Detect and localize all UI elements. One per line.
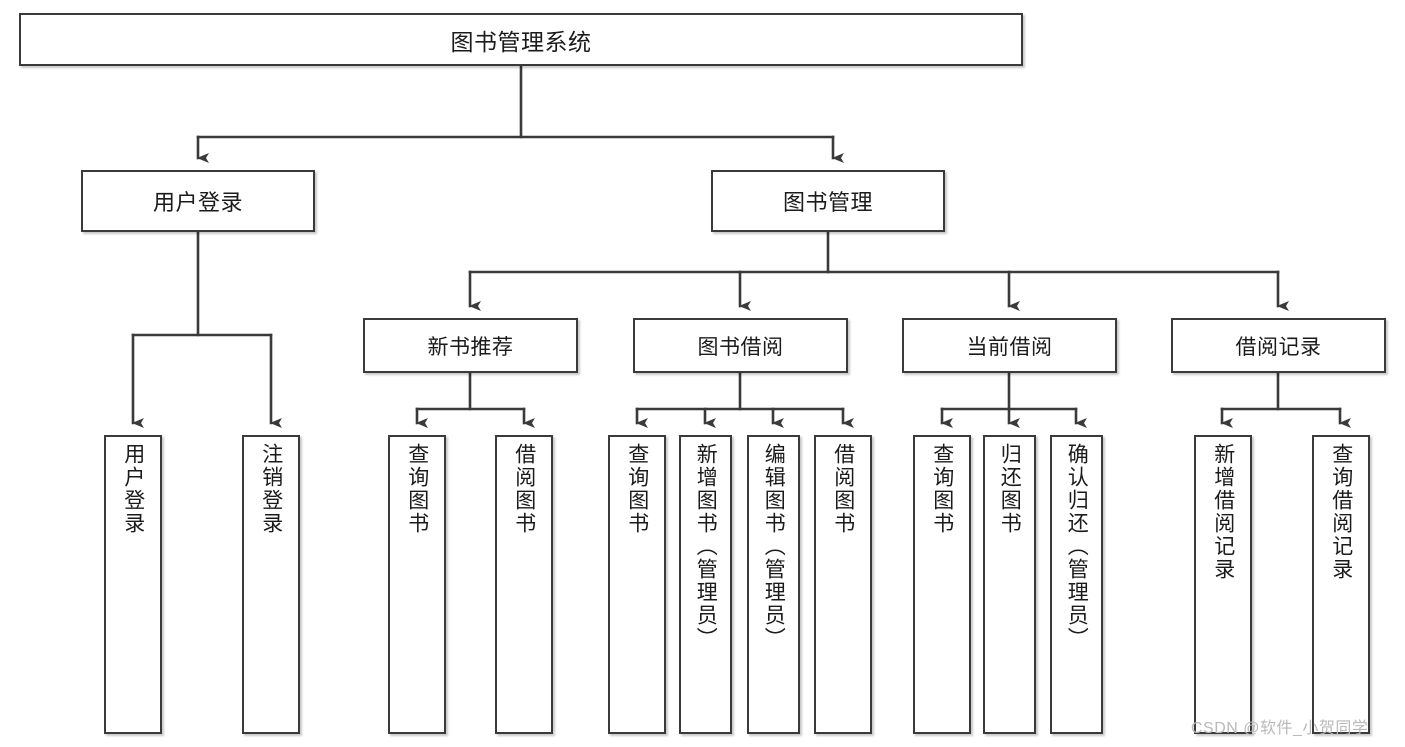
node-label: 新增借阅记录 [1211,443,1235,581]
node-book-borrow[interactable]: 图书借阅 [633,318,848,373]
node-label: 当前借阅 [966,335,1053,359]
node-user-login[interactable]: 用户登录 [81,170,315,232]
leaf-book-borrow-add-book-admin[interactable]: 新增图书（管理员） [679,435,732,734]
node-label: 借阅图书 [512,443,536,535]
leaf-book-borrow-edit-book-admin[interactable]: 编辑图书（管理员） [747,435,800,734]
leaf-current-borrow-confirm-return-admin[interactable]: 确认归还（管理员） [1050,435,1103,734]
node-new-book-recommend[interactable]: 新书推荐 [363,318,578,373]
leaf-current-borrow-query-book[interactable]: 查询图书 [913,435,971,734]
leaf-borrow-record-query-record[interactable]: 查询借阅记录 [1312,435,1370,734]
leaf-borrow-record-add-record[interactable]: 新增借阅记录 [1194,435,1252,734]
node-label: 注销登录 [259,443,283,535]
node-root-system[interactable]: 图书管理系统 [19,13,1023,66]
node-book-management[interactable]: 图书管理 [711,170,945,232]
node-label: 编辑图书（管理员） [762,443,786,650]
node-label: 查询图书 [625,443,649,535]
node-current-borrow[interactable]: 当前借阅 [902,318,1117,373]
node-label: 归还图书 [998,443,1022,535]
leaf-user-login-logout[interactable]: 注销登录 [242,435,300,734]
leaf-new-book-query-book[interactable]: 查询图书 [388,435,446,734]
node-label: 图书管理系统 [450,28,592,55]
leaf-book-borrow-borrow-book[interactable]: 借阅图书 [814,435,872,734]
node-label: 确认归还（管理员） [1065,443,1089,650]
leaf-user-login-login[interactable]: 用户登录 [104,435,162,734]
node-label: 用户登录 [152,190,243,215]
node-label: 图书管理 [782,190,873,215]
leaf-new-book-borrow-book[interactable]: 借阅图书 [495,435,553,734]
node-label: 查询借阅记录 [1329,443,1353,581]
node-borrow-record[interactable]: 借阅记录 [1171,318,1386,373]
node-label: 新增图书（管理员） [694,443,718,650]
node-label: 图书借阅 [697,335,784,359]
node-label: 查询图书 [930,443,954,535]
node-label: 借阅记录 [1235,335,1322,359]
leaf-book-borrow-query-book[interactable]: 查询图书 [608,435,666,734]
leaf-current-borrow-return-book[interactable]: 归还图书 [983,435,1036,734]
node-label: 新书推荐 [427,335,514,359]
node-label: 借阅图书 [831,443,855,535]
node-label: 查询图书 [405,443,429,535]
node-label: 用户登录 [121,443,145,535]
